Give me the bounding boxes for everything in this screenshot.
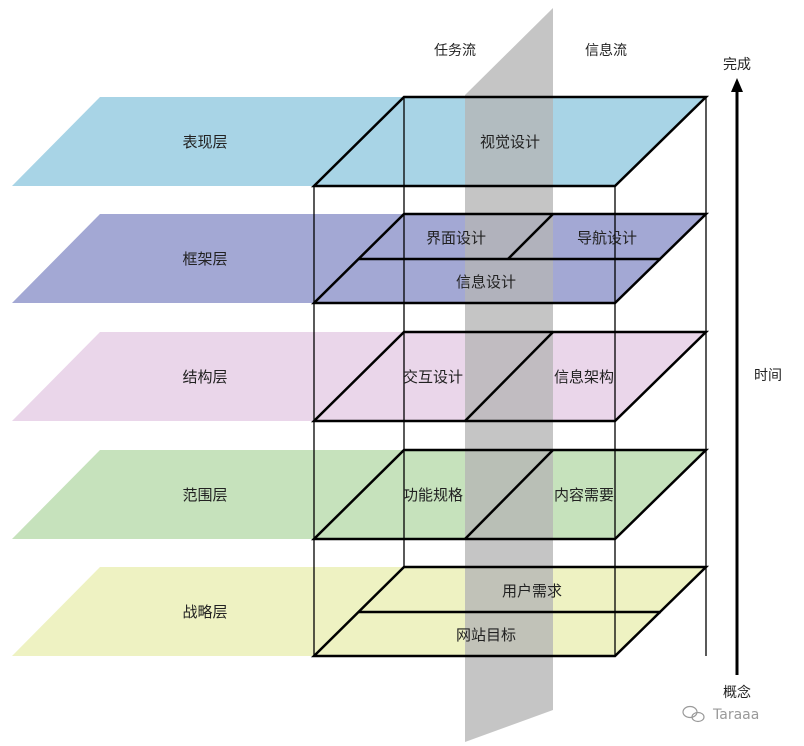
layer-label-scope: 范围层 <box>182 486 227 504</box>
structure-divider <box>464 331 554 422</box>
info-flow-label: 信息流 <box>585 42 627 59</box>
task-flow-label: 任务流 <box>434 43 476 59</box>
time-axis-bottom-label: 概念 <box>723 684 751 701</box>
time-axis-middle-label: 时间 <box>754 368 782 384</box>
wechat-icon <box>682 705 705 723</box>
time-axis-top-label: 完成 <box>723 57 751 73</box>
site-objectives-label: 网站目标 <box>456 626 516 644</box>
navigation-design-label: 导航设计 <box>577 229 637 247</box>
visual-design-label: 视觉设计 <box>480 133 540 151</box>
user-needs-label: 用户需求 <box>502 582 562 600</box>
layer-label-strategy: 战略层 <box>182 603 227 621</box>
functional-spec-label: 功能规格 <box>403 486 463 504</box>
time-axis-arrow-icon <box>731 78 743 92</box>
scope-divider <box>464 449 554 540</box>
layer-label-surface: 表现层 <box>182 133 227 151</box>
information-design-label: 信息设计 <box>456 273 516 291</box>
content-requirements-label: 内容需要 <box>554 486 614 504</box>
interface-design-label: 界面设计 <box>426 229 486 247</box>
layer-label-structure: 结构层 <box>182 368 227 386</box>
layer-label-skeleton: 框架层 <box>182 250 227 268</box>
skeleton-vertical-divider <box>507 213 554 260</box>
watermark-text: Taraaa <box>712 707 759 723</box>
interaction-design-label: 交互设计 <box>403 368 463 386</box>
information-architecture-label: 信息架构 <box>554 368 614 386</box>
